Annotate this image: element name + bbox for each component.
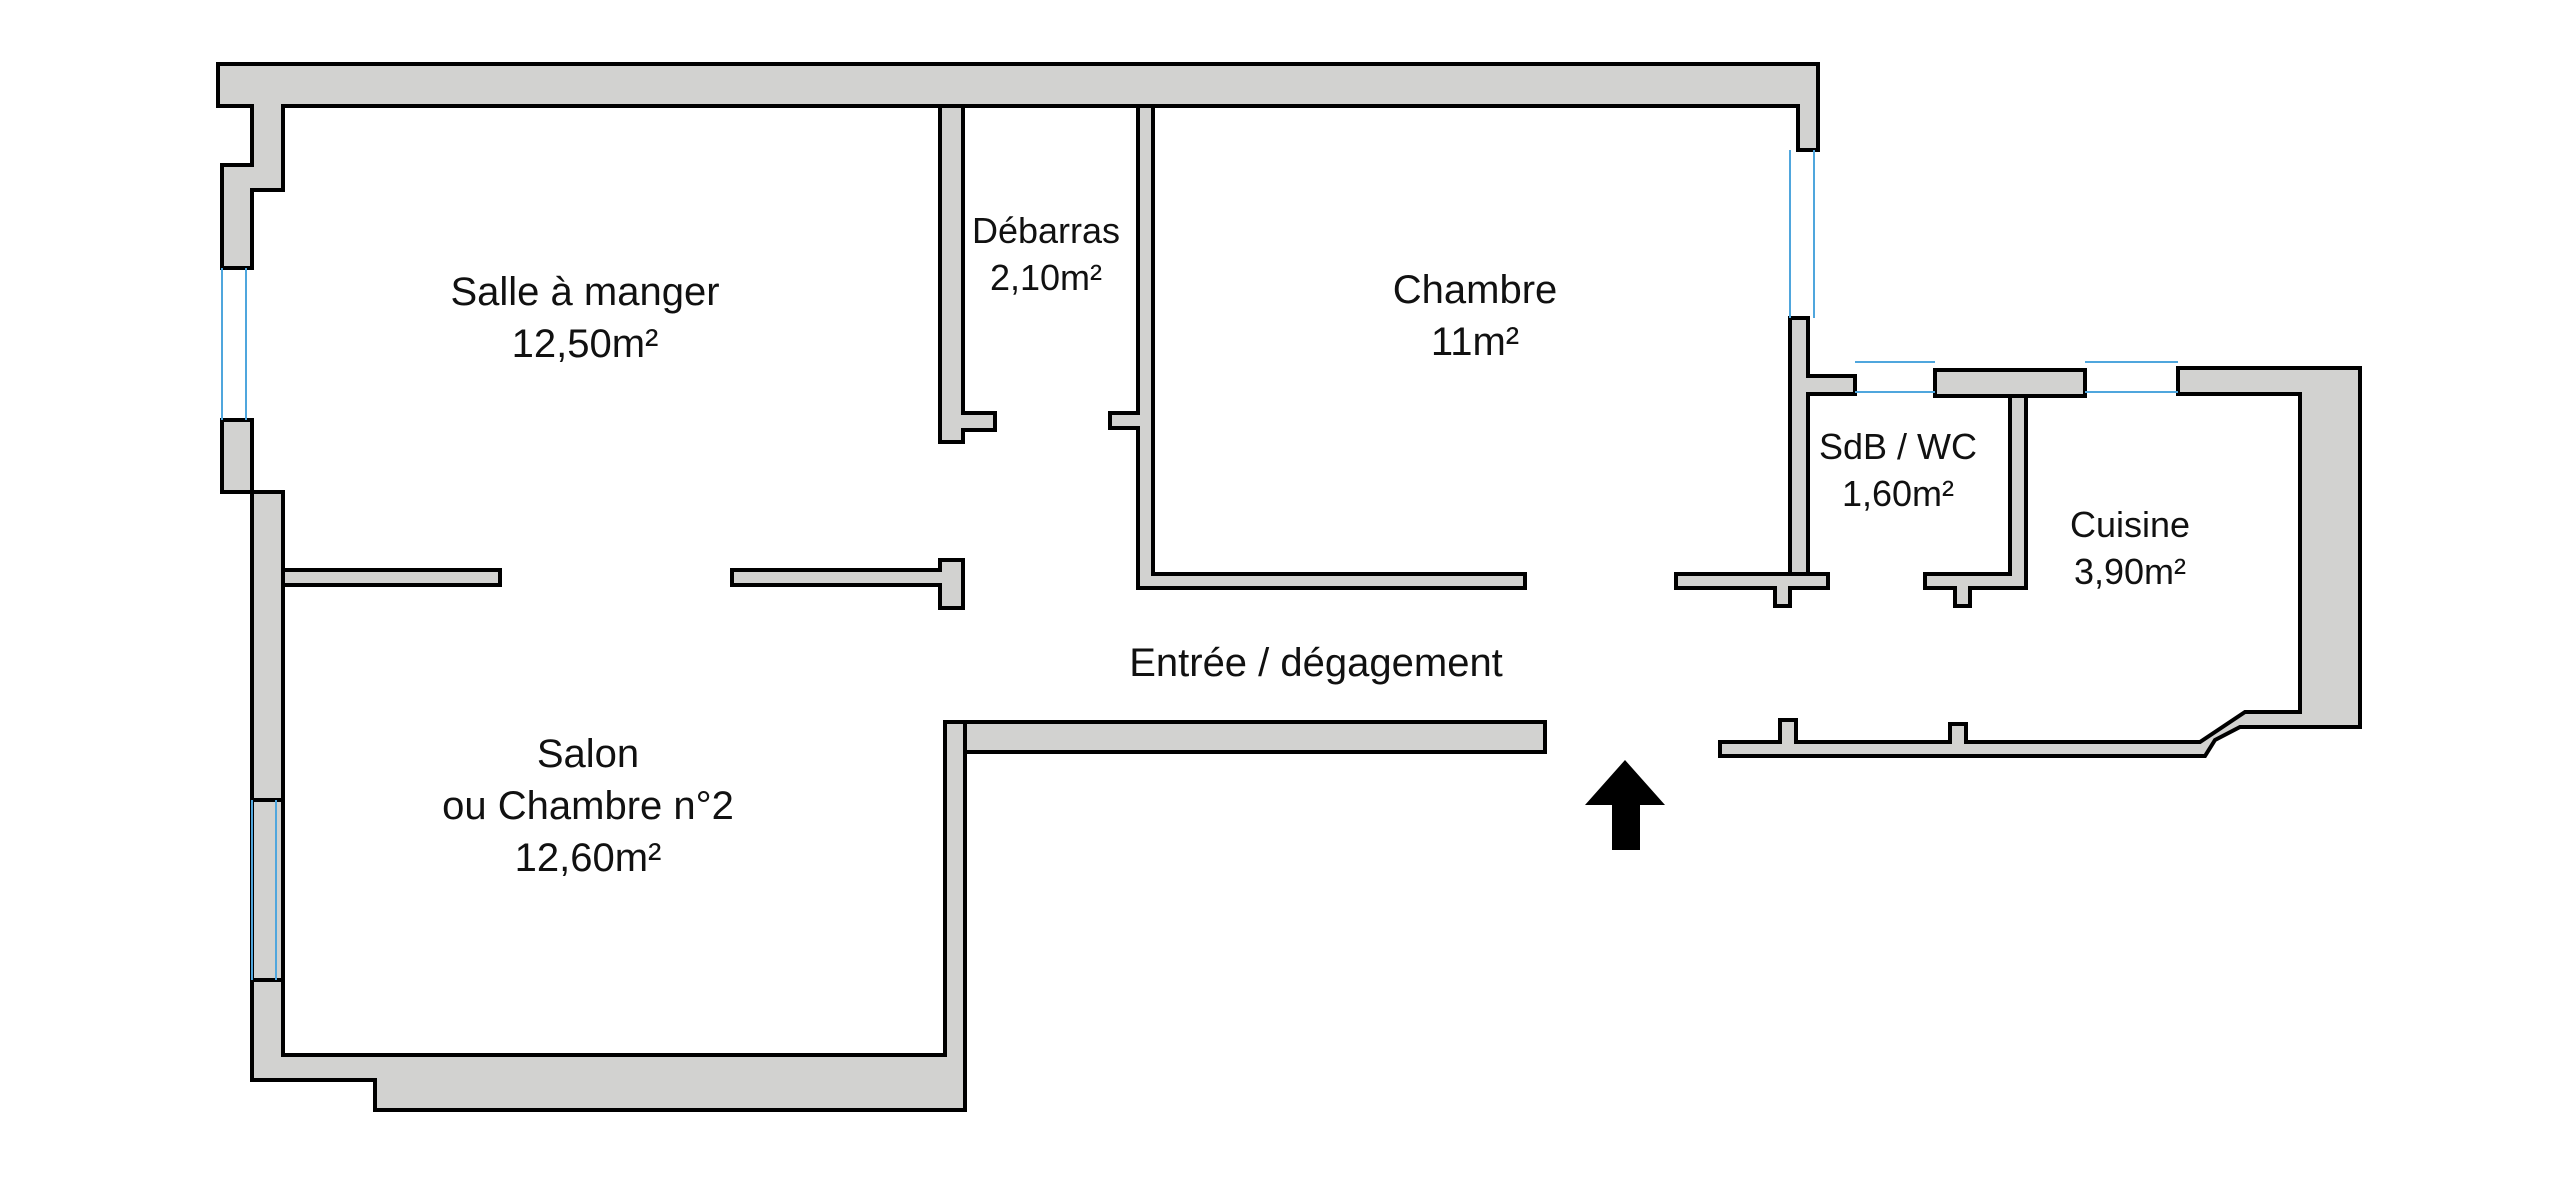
room-label-debarras: Débarras 2,10m² [972,208,1120,302]
room-name: Entrée / dégagement [1129,641,1503,685]
window-left-upper [221,268,247,420]
wall-cuisine [1718,366,2362,758]
room-label-salle-a-manger: Salle à manger 12,50m² [450,266,719,370]
wall-sdb-left [1788,316,1857,576]
wall-debarras-left [938,104,997,444]
room-label-sdb-wc: SdB / WC 1,60m² [1819,424,1977,518]
wall-top [216,62,1820,270]
room-name: SdB / WC [1818,426,1978,467]
wall-debarras-right [1108,104,1527,590]
room-name: Salle à manger [450,270,720,314]
wall-chambre-right [1674,572,1830,608]
room-name: Chambre [1392,268,1558,312]
room-name: Débarras [971,210,1121,251]
wall-sdb-top [1933,368,2087,398]
window-chambre [1789,150,1815,318]
wall-left-upper [220,418,285,802]
room-name-alt: ou Chambre n°2 [442,784,734,828]
wall-sdb-cuisine [1923,394,2028,608]
window-sdb [1855,361,1935,393]
room-area: 11m² [1430,320,1520,364]
room-area: 12,60m² [514,836,662,880]
wall-partition-left [281,568,502,587]
room-label-salon: Salon ou Chambre n°2 12,60m² [442,728,734,884]
room-area: 1,60m² [1841,472,1955,514]
entrance-arrow-icon [1585,760,1665,850]
room-area: 12,50m² [511,322,659,366]
room-name: Salon [536,732,640,776]
wall-corridor-south [963,720,1547,754]
window-left-lower [251,800,277,980]
room-name: Cuisine [2069,504,2191,545]
room-label-entree: Entrée / dégagement [1129,637,1503,689]
room-area: 3,90m² [2073,550,2187,592]
room-area: 2,10m² [989,256,1103,298]
wall-partition-mid [730,558,965,610]
room-label-chambre: Chambre 11m² [1393,264,1558,368]
wall-left-lower [250,798,285,982]
window-cuisine [2085,361,2178,393]
room-label-cuisine: Cuisine 3,90m² [2070,502,2190,596]
